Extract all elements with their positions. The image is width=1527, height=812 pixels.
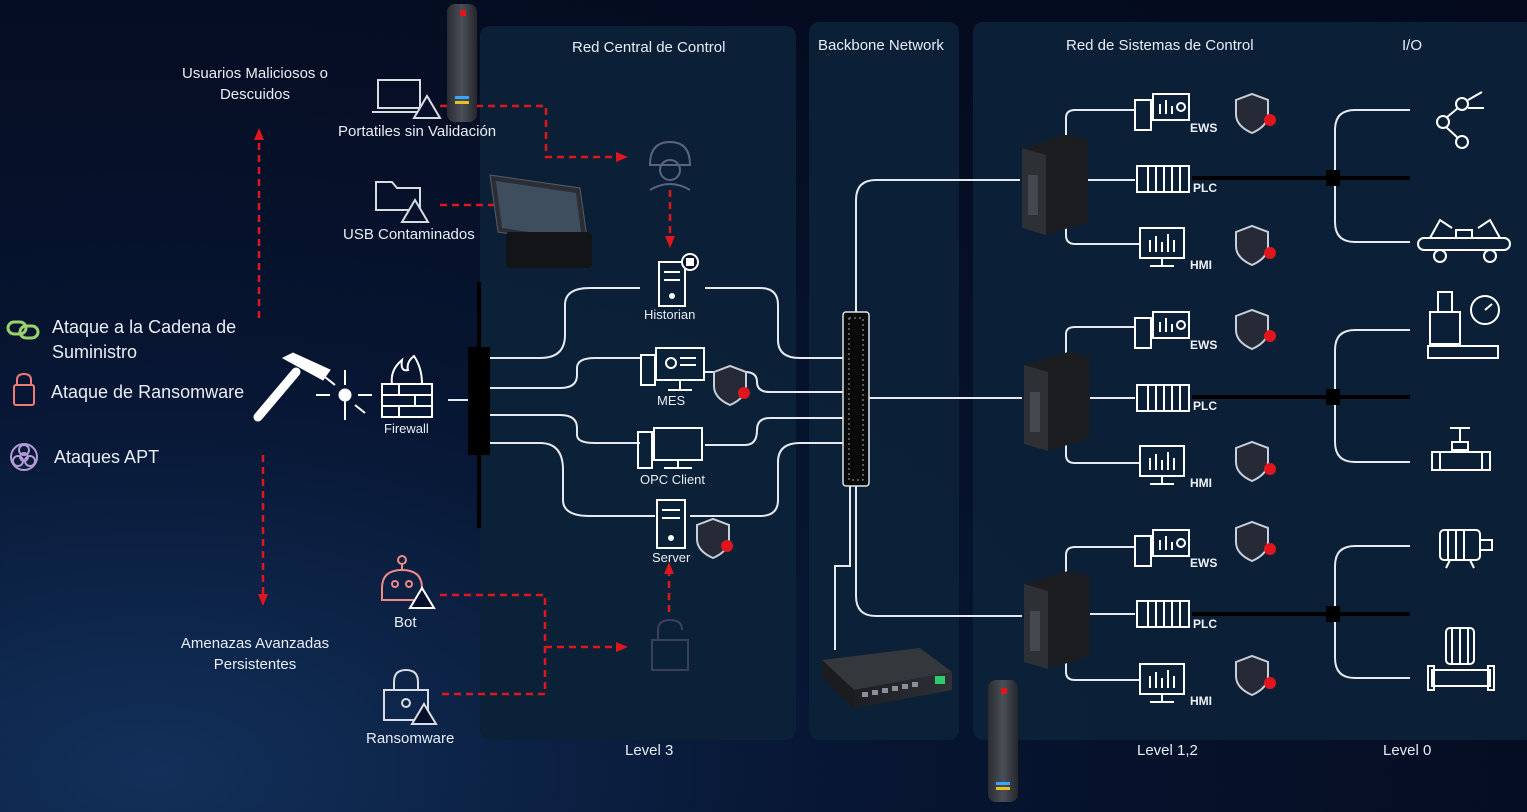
server-label: Server [652,550,691,565]
gateway-bus [468,282,490,528]
field-switch-2 [1024,352,1090,451]
level3-zone-title: Red Central de Control [572,39,726,56]
hmi-label: HMI [1190,258,1212,272]
threat-arrowheads [254,128,675,652]
legend-item-supply-chain: Ataque a la Cadena de Suministro [52,317,237,362]
level0-label: Level 0 [1383,742,1432,759]
threat-label-malicious-users: Usuarios Maliciosos o Descuidos [182,65,328,103]
legend-item-ransomware: Ataque de Ransomware [51,382,245,402]
ews-label: EWS [1190,556,1218,570]
usb-scanner-bottom [988,680,1018,802]
biohazard-icon [10,443,38,471]
kiosk-terminal [489,174,592,268]
control-zone-title: Red de Sistemas de Control [1066,37,1254,54]
plc-label: PLC [1193,399,1217,413]
field-switch-3 [1024,571,1090,669]
threat-label-apt: Amenazas Avanzadas Persistentes [180,635,330,673]
io-bus-junctions [1326,170,1340,622]
ews-label: EWS [1190,338,1218,352]
legend-icons [6,320,40,471]
mes-label: MES [657,393,686,408]
plc-label: PLC [1193,617,1217,631]
threat-label-bot: Bot [394,614,417,631]
threat-paths [257,104,672,696]
opc-client-label: OPC Client [640,472,706,487]
level3-label: Level 3 [625,742,674,759]
hmi-label: HMI [1190,476,1212,490]
network-links [448,109,1410,681]
chain-link-icon [6,320,40,340]
io-zone-title: I/O [1402,37,1423,54]
firewall-label: Firewall [384,421,429,436]
hmi-label: HMI [1190,694,1212,708]
usb-scanner-top [447,4,477,122]
historian-label: Historian [644,307,696,322]
io-bus-lines [1192,176,1410,616]
threat-label-ransomware: Ransomware [366,730,455,747]
backbone-switch [842,311,870,487]
threat-label-laptops: Portatiles sin Validación [338,123,497,140]
field-switch-1 [1022,135,1088,235]
backbone-zone-title: Backbone Network [818,37,944,54]
industrial-router [822,648,952,708]
plc-label: PLC [1193,181,1217,195]
threat-label-usb: USB Contaminados [343,226,475,243]
legend-item-apt: Ataques APT [54,447,160,467]
ews-label: EWS [1190,121,1218,135]
level12-label: Level 1,2 [1137,742,1198,759]
padlock-icon [13,372,35,406]
